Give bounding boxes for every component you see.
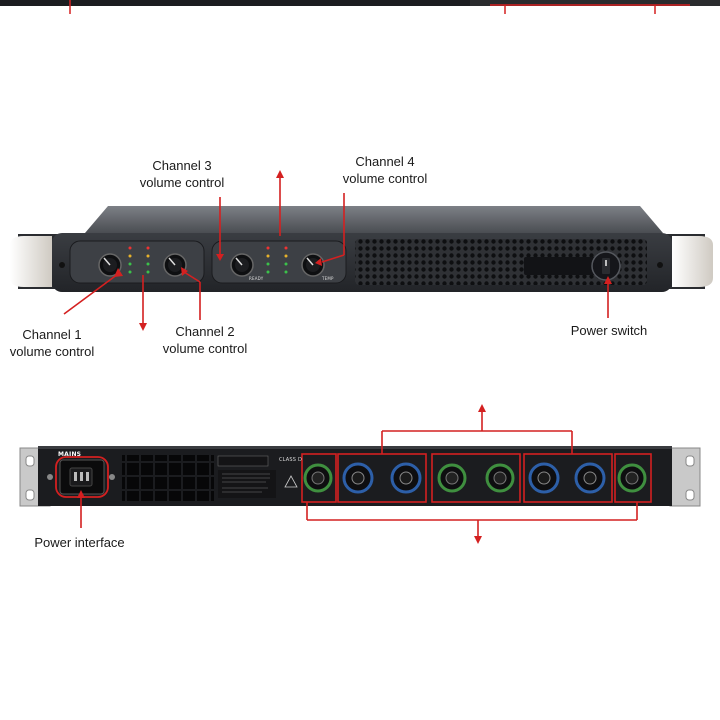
speakon-output-2 — [390, 462, 422, 494]
speakon-output-1 — [342, 462, 374, 494]
led-column-3 — [266, 246, 270, 274]
channel-1-title: Channel 1 — [22, 327, 82, 342]
left-handle — [10, 236, 52, 287]
xlr-input-1 — [303, 463, 333, 493]
channel-4-label: Channel 4 volume control — [335, 153, 435, 187]
top-strip-unit — [0, 0, 720, 14]
channel-4-title: Channel 4 — [355, 154, 415, 169]
xlr-input-2 — [437, 463, 467, 493]
class-text: CLASS D — [279, 457, 302, 463]
channel-1-label: Channel 1 volume control — [2, 326, 102, 360]
channel-2-knob — [163, 253, 187, 277]
temp-text: TEMP — [322, 276, 334, 281]
power-interface-label: Power interface — [34, 535, 125, 550]
channel-2-label: Channel 2 volume control — [155, 323, 255, 357]
rear-panel-unit — [19, 446, 701, 507]
xlr-input-4 — [617, 463, 647, 493]
rear-vents — [122, 455, 214, 501]
channel-1-subtitle: volume control — [9, 344, 95, 359]
front-panel-unit — [10, 206, 713, 292]
channel-2-subtitle: volume control — [162, 341, 248, 356]
ready-text: READY — [249, 276, 264, 281]
channel-3-label: Channel 3 volume control — [132, 157, 232, 191]
speakon-output-4 — [574, 462, 606, 494]
led-column-1 — [128, 246, 132, 274]
speakon-output-3 — [528, 462, 560, 494]
channel-4-subtitle: volume control — [342, 171, 428, 186]
callout-lines — [63, 170, 638, 544]
led-column-4 — [284, 246, 288, 274]
channel-3-subtitle: volume control — [139, 175, 225, 190]
mains-text: MAINS — [58, 451, 82, 458]
channel-3-knob — [230, 253, 254, 277]
channel-3-title: Channel 3 — [152, 158, 212, 173]
channel-2-title: Channel 2 — [175, 324, 235, 339]
channel-4-knob — [301, 253, 325, 277]
channel-1-knob — [98, 253, 122, 277]
right-handle — [672, 236, 713, 287]
xlr-input-3 — [485, 463, 515, 493]
power-switch-label: Power switch — [570, 323, 648, 338]
led-column-2 — [146, 246, 150, 274]
